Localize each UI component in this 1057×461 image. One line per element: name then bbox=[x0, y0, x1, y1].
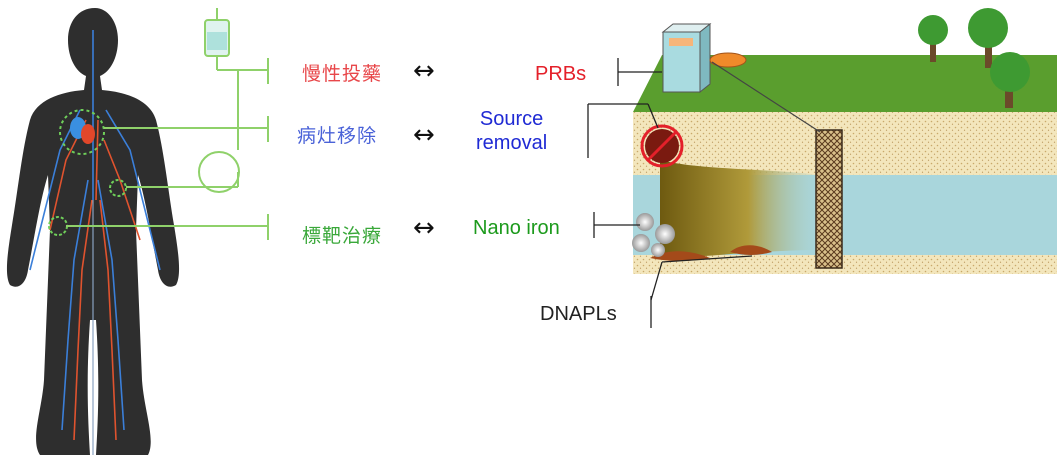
label-targeted-therapy: 標靶治療 bbox=[302, 225, 383, 247]
iv-drip bbox=[198, 8, 240, 193]
nano-iron-particles bbox=[632, 213, 675, 257]
arrow-1: ↔ bbox=[413, 56, 435, 86]
remediation-leaders bbox=[587, 58, 753, 328]
human-connectors bbox=[66, 58, 269, 240]
label-chronic-medication: 慢性投藥 bbox=[302, 63, 383, 85]
label-prbs: PRBs bbox=[535, 63, 587, 85]
label-lesion-removal: 病灶移除 bbox=[297, 125, 378, 147]
label-source-removal: Source removal bbox=[476, 108, 548, 154]
artery-lines bbox=[49, 119, 141, 441]
arrow-3: ↔ bbox=[413, 213, 435, 243]
label-dnapls: DNAPLs bbox=[540, 303, 617, 325]
vein-lines bbox=[29, 30, 161, 431]
human-figure bbox=[6, 8, 180, 455]
trees bbox=[918, 8, 1030, 108]
ground-surface bbox=[633, 55, 1057, 112]
label-nano-iron: Nano iron bbox=[473, 217, 560, 239]
treatment-building bbox=[661, 22, 712, 94]
arrow-2: ↔ bbox=[413, 120, 435, 150]
dnapl-pool bbox=[650, 251, 710, 261]
pump-tank bbox=[709, 52, 747, 68]
remediation-scene bbox=[632, 8, 1057, 274]
heart-organ bbox=[59, 109, 105, 155]
prb-wall bbox=[815, 129, 843, 269]
injection-pipe bbox=[711, 61, 821, 133]
dnapl-pool-2 bbox=[730, 245, 772, 255]
source-removal-marker bbox=[640, 124, 684, 168]
contaminant-plume bbox=[660, 160, 820, 258]
